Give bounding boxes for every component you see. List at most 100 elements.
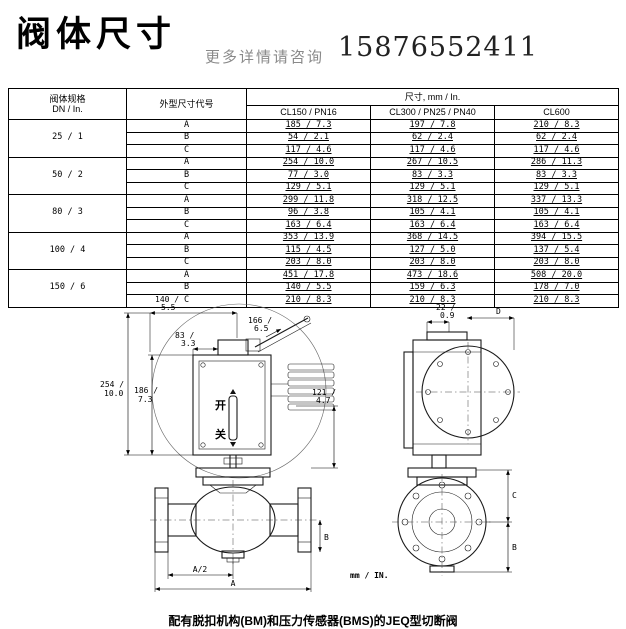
- value-cell: 203 / 8.0: [493, 256, 620, 270]
- value-cell: 105 / 4.1: [493, 206, 620, 220]
- value-cell: 473 / 18.6: [370, 269, 495, 283]
- front-view: 开 关: [150, 303, 335, 566]
- value-cell: 210 / 8.3: [493, 294, 620, 308]
- front-view-dimensions: 140 / 5.5 166 / 6.5 83 / 3.3 254 / 10.0 …: [100, 295, 389, 592]
- value-cell: 117 / 4.6: [246, 144, 371, 158]
- value-cell: 254 / 10.0: [246, 156, 371, 170]
- trip-lever: [254, 317, 309, 348]
- bolt-icon: [200, 362, 206, 368]
- value-cell: 54 / 2.1: [246, 131, 371, 145]
- dim-label-a: A: [231, 579, 236, 588]
- dim-label-d: D: [496, 307, 501, 316]
- drawing-caption: 配有脱扣机构(BM)和压力传感器(BMS)的JEQ型切断阀: [168, 614, 458, 628]
- value-cell: 197 / 7.8: [370, 119, 495, 133]
- side-view-dimensions: 22 / 0.9 D C B: [426, 303, 517, 573]
- value-cell: 451 / 17.8: [246, 269, 371, 283]
- value-cell: 163 / 6.4: [493, 219, 620, 233]
- dn-cell: 100 / 4: [8, 231, 127, 270]
- value-cell: 299 / 11.8: [246, 194, 371, 208]
- bolt-icon: [258, 442, 264, 448]
- dim-label-22: 22 /: [436, 303, 455, 312]
- top-cap: [217, 339, 249, 356]
- dim-label-186-in: 7.3: [138, 395, 153, 404]
- code-cell: C: [126, 219, 247, 233]
- value-cell: 163 / 6.4: [246, 219, 371, 233]
- value-cell: 394 / 15.5: [493, 231, 620, 245]
- code-cell: A: [126, 194, 247, 208]
- header-row-2: CL150 / PN16 CL300 / PN25 / PN40 CL600: [9, 105, 620, 120]
- dim-label-c: C: [512, 491, 517, 500]
- top-cap-side: [426, 331, 468, 341]
- value-cell: 77 / 3.0: [246, 169, 371, 183]
- col-header-spec: 阀体规格 DN / In.: [8, 88, 127, 120]
- value-cell: 337 / 13.3: [493, 194, 620, 208]
- value-cell: 129 / 5.1: [493, 181, 620, 195]
- col-header-cl150: CL150 / PN16: [246, 105, 371, 120]
- dim-label-22-in: 0.9: [440, 311, 455, 320]
- code-cell: A: [126, 156, 247, 170]
- value-cell: 318 / 12.5: [370, 194, 495, 208]
- value-cell: 117 / 4.6: [370, 144, 495, 158]
- dim-label-166: 166 /: [248, 316, 272, 325]
- dim-label-254-in: 10.0: [104, 389, 123, 398]
- col-header-cl600: CL600: [493, 105, 620, 120]
- slot-cover-side: [403, 351, 414, 449]
- code-cell: C: [126, 181, 247, 195]
- code-cell: A: [126, 269, 247, 283]
- value-cell: 163 / 6.4: [370, 219, 495, 233]
- spec-header-line1: 阀体规格: [49, 93, 86, 104]
- value-cell: 83 / 3.3: [370, 169, 495, 183]
- lever-knob: [303, 315, 311, 323]
- dim-label-140: 140 /: [155, 295, 179, 304]
- dn-cell: 25 / 1: [8, 119, 127, 158]
- value-cell: 368 / 14.5: [370, 231, 495, 245]
- code-cell: B: [126, 169, 247, 183]
- bonnet-neck: [209, 484, 257, 494]
- bolt-icon: [258, 362, 264, 368]
- dim-label-254: 254 /: [100, 380, 124, 389]
- code-cell: B: [126, 206, 247, 220]
- units-note: mm / IN.: [350, 571, 389, 580]
- value-cell: 83 / 3.3: [493, 169, 620, 183]
- code-cell: A: [126, 231, 247, 245]
- value-cell: 267 / 10.5: [370, 156, 495, 170]
- value-cell: 127 / 5.0: [370, 244, 495, 258]
- col-header-size: 尺寸, mm / In.: [245, 88, 620, 106]
- dim-label-half-a: A/2: [193, 565, 208, 574]
- trip-lever-edge: [257, 322, 312, 353]
- contact-subtitle: 更多详情请咨询: [205, 49, 325, 66]
- value-cell: 185 / 7.3: [246, 119, 371, 133]
- value-cell: 96 / 3.8: [246, 206, 371, 220]
- lever-base: [245, 338, 261, 352]
- col-header-code: 外型尺寸代号: [126, 88, 247, 120]
- value-cell: 210 / 8.3: [493, 119, 620, 133]
- stem-nut: [223, 457, 243, 465]
- dim-label-121-in: 4.7: [316, 396, 331, 405]
- dn-cell: 150 / 6: [8, 269, 127, 308]
- valve-technical-drawing: 开 关 140 / 5.5 166 / 6.5: [100, 295, 520, 592]
- dn-cell: 50 / 2: [8, 156, 127, 195]
- page-title: 阀体尺寸: [16, 15, 177, 54]
- arrow-up-icon: [230, 389, 236, 394]
- dim-label-186: 186 /: [134, 386, 158, 395]
- dim-label-121: 121 /: [312, 388, 336, 397]
- side-view: [392, 331, 520, 576]
- value-cell: 137 / 5.4: [493, 244, 620, 258]
- value-cell: 508 / 20.0: [493, 269, 620, 283]
- dim-label-83: 83 /: [175, 331, 194, 340]
- value-cell: 129 / 5.1: [370, 181, 495, 195]
- arrow-down-icon: [230, 442, 236, 447]
- code-cell: A: [126, 119, 247, 133]
- value-cell: 286 / 11.3: [493, 156, 620, 170]
- value-cell: 353 / 13.9: [246, 231, 371, 245]
